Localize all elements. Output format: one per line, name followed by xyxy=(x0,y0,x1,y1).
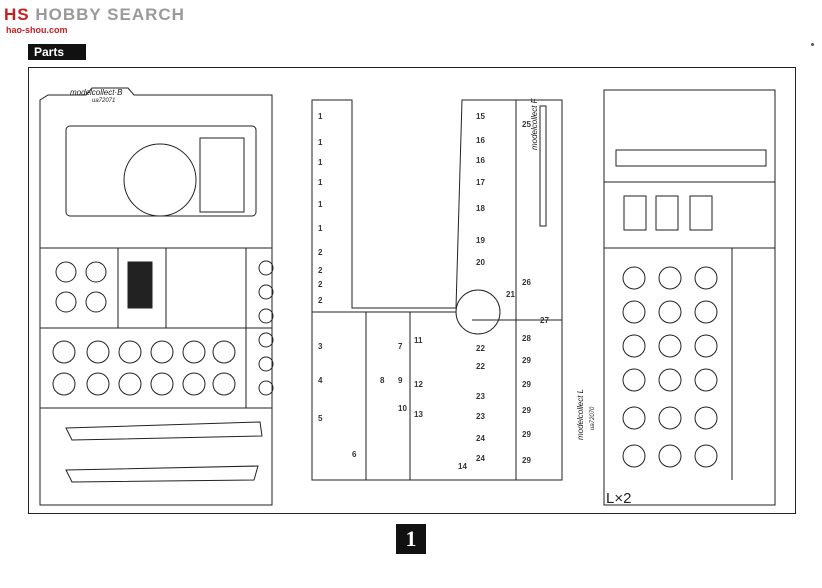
watermark-brand: HS HOBBY SEARCH xyxy=(4,5,185,24)
part-number: 24 xyxy=(476,454,485,463)
part-number: 13 xyxy=(414,410,423,419)
part-number: 8 xyxy=(380,376,385,385)
part-number: 2 xyxy=(318,296,323,305)
part-number: 7 xyxy=(398,342,403,351)
hull-part xyxy=(65,125,257,217)
part-number: 29 xyxy=(522,430,531,439)
sprue-f-label: modelcollect F xyxy=(530,98,539,150)
sprue-b-frame xyxy=(39,87,273,506)
part-number: 24 xyxy=(476,434,485,443)
sheet-count: L×2 xyxy=(606,490,632,507)
corner-dot xyxy=(811,43,814,46)
sprue-f-frame xyxy=(311,99,563,481)
sprue-l-frame xyxy=(603,89,776,506)
part-number: 4 xyxy=(318,376,323,385)
part-number: 29 xyxy=(522,456,531,465)
part-number: 1 xyxy=(318,158,323,167)
part-number: 17 xyxy=(476,178,485,187)
sprue-b-label: modelcollect·B xyxy=(70,88,123,97)
section-label: Parts xyxy=(28,44,86,60)
part-number: 1 xyxy=(318,200,323,209)
part-number: 27 xyxy=(540,316,549,325)
part-number: 10 xyxy=(398,404,407,413)
part-number: 21 xyxy=(506,290,515,299)
part-number: 18 xyxy=(476,204,485,213)
part-number: 1 xyxy=(318,112,323,121)
part-number: 22 xyxy=(476,362,485,371)
part-number: 16 xyxy=(476,136,485,145)
part-number: 2 xyxy=(318,266,323,275)
part-number: 12 xyxy=(414,380,423,389)
part-number: 6 xyxy=(352,450,357,459)
part-number: 19 xyxy=(476,236,485,245)
part-number: 29 xyxy=(522,356,531,365)
part-number: 1 xyxy=(318,178,323,187)
part-number: 28 xyxy=(522,334,531,343)
watermark-domain: hao-shou.com xyxy=(6,25,68,35)
part-number: 1 xyxy=(318,224,323,233)
sprue-l-label: modelcollect L xyxy=(576,388,585,440)
fender-part xyxy=(65,421,263,441)
part-number: 11 xyxy=(414,336,423,345)
sprue-l-code: ua72070 xyxy=(590,406,596,430)
part-number: 16 xyxy=(476,156,485,165)
page-number: 1 xyxy=(396,524,426,554)
part-number: 14 xyxy=(458,462,467,471)
part-number: 29 xyxy=(522,380,531,389)
part-number: 20 xyxy=(476,258,485,267)
part-number: 3 xyxy=(318,342,323,351)
part-number: 5 xyxy=(318,414,323,423)
part-number: 26 xyxy=(522,278,531,287)
part-number: 23 xyxy=(476,412,485,421)
road-wheels xyxy=(52,340,236,396)
part-number: 2 xyxy=(318,248,323,257)
part-number: 1 xyxy=(318,138,323,147)
turret-ring xyxy=(123,143,197,217)
parts-frame xyxy=(28,67,796,514)
part-number: 9 xyxy=(398,376,403,385)
idlers xyxy=(258,260,274,396)
part-number: 23 xyxy=(476,392,485,401)
part-number: 25 xyxy=(522,120,531,129)
part-number: 29 xyxy=(522,406,531,415)
sprue-b-code: ua72071 xyxy=(92,98,116,104)
part-number: 15 xyxy=(476,112,485,121)
part-number: 22 xyxy=(476,344,485,353)
part-number: 2 xyxy=(318,280,323,289)
sprue-f-hub xyxy=(455,289,501,335)
spoked-wheels xyxy=(622,266,718,468)
